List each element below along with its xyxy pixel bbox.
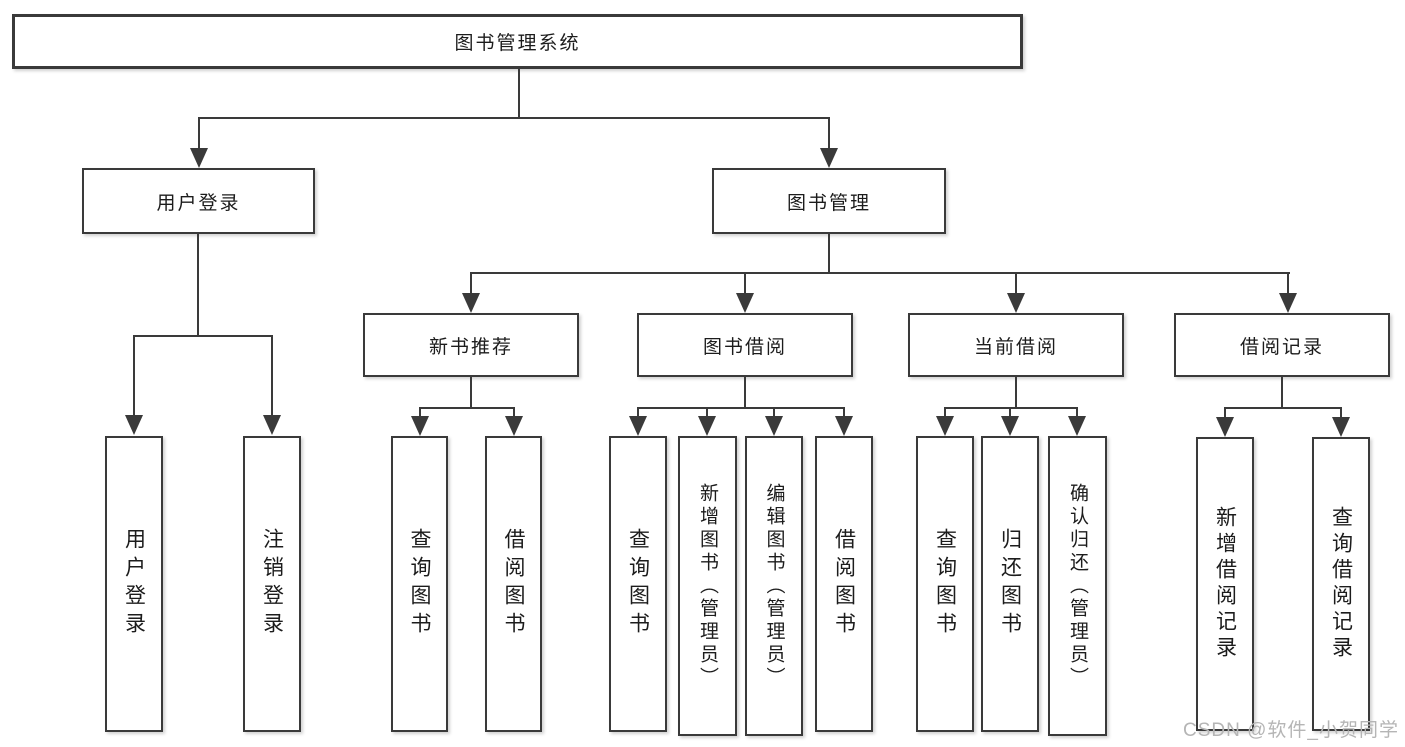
node-leaf-user-login: 用户登录 (105, 436, 163, 732)
arrowhead-icon (629, 416, 647, 436)
connector-line (198, 117, 830, 119)
connector-line (513, 407, 515, 417)
node-current-borrowing-label: 当前借阅 (973, 336, 1058, 358)
arrowhead-icon (820, 148, 838, 168)
connector-line (843, 407, 845, 417)
connector-line (744, 272, 746, 294)
node-leaf-add-books-admin: 新增图书（管理员） (678, 436, 737, 736)
connector-line (637, 407, 845, 409)
node-leaf-user-login-label: 用户登录 (122, 528, 146, 640)
connector-line (197, 234, 199, 337)
connector-line (1340, 407, 1342, 418)
node-leaf-edit-books-admin-label: 编辑图书（管理员） (763, 482, 785, 690)
node-leaf-query-books-current: 查询图书 (916, 436, 974, 732)
node-leaf-logout-label: 注销登录 (260, 528, 284, 640)
connector-line (518, 69, 520, 118)
connector-line (419, 407, 421, 417)
connector-line (1281, 377, 1283, 409)
connector-line (944, 407, 1078, 409)
node-leaf-borrow-books-recommend-label: 借阅图书 (502, 528, 525, 640)
node-leaf-query-borrow-record-label: 查询借阅记录 (1329, 506, 1353, 662)
arrowhead-icon (411, 416, 429, 436)
node-borrowing-records-label: 借阅记录 (1239, 336, 1324, 358)
node-leaf-borrow-books: 借阅图书 (815, 436, 873, 732)
node-leaf-return-books: 归还图书 (981, 436, 1039, 732)
connector-line (1287, 272, 1289, 294)
connector-line (470, 272, 472, 294)
node-leaf-confirm-return-admin: 确认归还（管理员） (1048, 436, 1107, 736)
node-leaf-add-borrow-record-label: 新增借阅记录 (1213, 506, 1237, 662)
arrowhead-icon (125, 415, 143, 435)
node-root-label: 图书管理系统 (454, 33, 581, 54)
node-leaf-query-books-current-label: 查询图书 (933, 528, 957, 640)
connector-line (828, 234, 830, 274)
connector-line (470, 272, 1290, 274)
arrowhead-icon (190, 148, 208, 168)
watermark: CSDN @软件_小贺同学 (1183, 720, 1399, 741)
node-leaf-query-books-recommend-label: 查询图书 (408, 528, 431, 640)
node-leaf-query-books-borrow-label: 查询图书 (626, 528, 650, 640)
arrowhead-icon (936, 416, 954, 436)
arrowhead-icon (835, 416, 853, 436)
arrowhead-icon (1007, 293, 1025, 313)
node-current-borrowing: 当前借阅 (908, 313, 1124, 377)
arrowhead-icon (765, 416, 783, 436)
node-book-borrowing-label: 图书借阅 (702, 336, 787, 358)
arrowhead-icon (698, 416, 716, 436)
connector-line (1015, 377, 1017, 409)
connector-line (1015, 272, 1017, 294)
connector-line (1009, 407, 1011, 417)
connector-line (419, 407, 515, 409)
arrowhead-icon (1279, 293, 1297, 313)
node-leaf-query-books-borrow: 查询图书 (609, 436, 667, 732)
arrowhead-icon (462, 293, 480, 313)
connector-line (271, 335, 273, 416)
node-leaf-query-books-recommend: 查询图书 (391, 436, 448, 732)
arrowhead-icon (1216, 417, 1234, 437)
node-user-login: 用户登录 (82, 168, 315, 234)
connector-line (828, 117, 830, 149)
node-leaf-borrow-books-label: 借阅图书 (832, 528, 856, 640)
node-leaf-return-books-label: 归还图书 (998, 528, 1022, 640)
connector-line (198, 117, 200, 149)
node-book-management-label: 图书管理 (786, 192, 871, 214)
connector-line (706, 407, 708, 417)
node-root: 图书管理系统 (12, 14, 1023, 69)
node-book-management: 图书管理 (712, 168, 946, 234)
connector-line (773, 407, 775, 417)
node-leaf-edit-books-admin: 编辑图书（管理员） (745, 436, 803, 736)
connector-line (637, 407, 639, 417)
node-book-borrowing: 图书借阅 (637, 313, 853, 377)
node-leaf-add-borrow-record: 新增借阅记录 (1196, 437, 1254, 731)
node-user-login-label: 用户登录 (156, 192, 241, 214)
arrowhead-icon (736, 293, 754, 313)
connector-line (1224, 407, 1342, 409)
connector-line (744, 377, 746, 409)
connector-line (133, 335, 135, 416)
node-leaf-borrow-books-recommend: 借阅图书 (485, 436, 542, 732)
node-new-book-recommend-label: 新书推荐 (428, 336, 513, 358)
connector-line (470, 377, 472, 409)
node-leaf-add-books-admin-label: 新增图书（管理员） (697, 482, 718, 690)
arrowhead-icon (1068, 416, 1086, 436)
arrowhead-icon (505, 416, 523, 436)
connector-line (1076, 407, 1078, 417)
arrowhead-icon (263, 415, 281, 435)
connector-line (944, 407, 946, 417)
arrowhead-icon (1001, 416, 1019, 436)
node-borrowing-records: 借阅记录 (1174, 313, 1390, 377)
connector-line (1224, 407, 1226, 418)
node-leaf-logout: 注销登录 (243, 436, 301, 732)
node-new-book-recommend: 新书推荐 (363, 313, 579, 377)
node-leaf-query-borrow-record: 查询借阅记录 (1312, 437, 1370, 731)
connector-line (133, 335, 273, 337)
arrowhead-icon (1332, 417, 1350, 437)
node-leaf-confirm-return-admin-label: 确认归还（管理员） (1067, 482, 1088, 690)
